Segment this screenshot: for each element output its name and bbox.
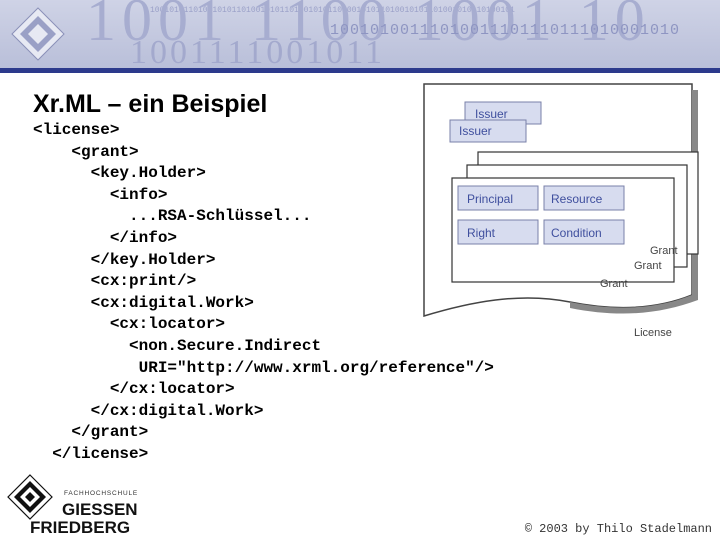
code-line: <key.Holder>	[33, 164, 206, 183]
resource-label: Resource	[551, 192, 603, 206]
xml-code-block: <license> <grant> <key.Holder> <info> ..…	[33, 120, 494, 466]
school-name-line2: FRIEDBERG	[30, 518, 130, 535]
code-line: <cx:print/>	[33, 272, 197, 291]
resource-box	[543, 185, 625, 211]
school-type-label: FACHHOCHSCHULE	[64, 490, 138, 497]
code-line: <cx:locator>	[33, 315, 226, 334]
principal-label: Principal	[467, 192, 513, 206]
banner-binary-texture-low: 1001111001011	[130, 34, 385, 68]
issuer-label-front: Issuer	[459, 124, 492, 138]
grant-label-3: Grant	[650, 245, 678, 257]
grant-label-2: Grant	[634, 260, 662, 272]
code-line: URI="http://www.xrml.org/reference"/>	[33, 358, 494, 377]
banner-logo-icon	[11, 7, 65, 61]
slide-title: Xr.ML – ein Beispiel	[33, 90, 268, 118]
code-line: <grant>	[33, 142, 139, 161]
copyright-text: © 2003 by Thilo Stadelmann	[524, 522, 712, 536]
principal-box	[457, 185, 539, 211]
grant-label-1: Grant	[600, 278, 628, 290]
code-line: </cx:locator>	[33, 380, 235, 399]
header-accent-bar	[0, 68, 720, 73]
code-line: </cx:digital.Work>	[33, 401, 264, 420]
banner-binary-texture-mid: 10010100111010011101110111010001010	[330, 22, 681, 39]
issuer-box-front	[449, 119, 527, 143]
university-logo-mark-icon	[7, 474, 53, 520]
issuer-label-back: Issuer	[475, 107, 508, 121]
code-line: <license>	[33, 121, 120, 139]
school-name-line1: GIESSEN	[62, 500, 138, 519]
right-label: Right	[467, 226, 496, 240]
license-diagram: Issuer Issuer Principal Resource Right C…	[423, 83, 699, 339]
code-line: </info>	[33, 228, 178, 247]
code-line: <non.Secure.Indirect	[33, 336, 322, 355]
code-line: </key.Holder>	[33, 250, 216, 269]
code-line: <cx:digital.Work>	[33, 293, 254, 312]
right-box	[457, 219, 539, 245]
university-logo: FACHHOCHSCHULE GIESSEN FRIEDBERG	[7, 474, 138, 535]
condition-box	[543, 219, 625, 245]
banner-binary-texture-large: 1001 1100 1001 10	[86, 0, 651, 53]
code-line: </license>	[33, 444, 149, 463]
header-banner: 1001010110100101011010010101101001010110…	[0, 0, 720, 68]
code-line: </grant>	[33, 423, 149, 442]
license-label: License	[634, 327, 672, 339]
banner-binary-texture-top: 1001010110100101011010010101101001010110…	[150, 6, 515, 15]
condition-label: Condition	[551, 226, 602, 240]
code-line: ...RSA-Schlüssel...	[33, 207, 312, 226]
code-line: <info>	[33, 185, 168, 204]
